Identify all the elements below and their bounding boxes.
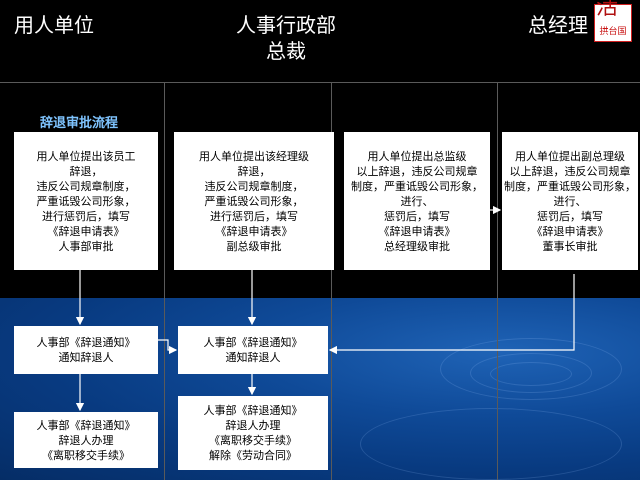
box-line: 用人单位提出总监级 <box>367 149 467 163</box>
flow-title: 辞退审批流程 <box>40 116 119 131</box>
box-line: 辞退人办理 <box>225 419 281 432</box>
water-ripple <box>490 362 572 386</box>
box-line: 人事部《辞退通知》 <box>203 404 303 417</box>
column-title-hr: 人事行政部 总裁 <box>236 12 336 64</box>
box-line: 用人单位提出该经理级 <box>199 149 309 163</box>
box-line: 以上辞退，违反公司规章 <box>509 164 631 178</box>
box-line: 用人单位提出副总理级 <box>515 149 625 163</box>
handover-box-left: 人事部《辞退通知》 辞退人办理 《离职移交手续》 <box>14 412 158 468</box>
box-line: 《辞退申请表》 <box>215 224 293 238</box>
box-line: 用人单位提出该员工 <box>36 149 136 163</box>
handover-box-center: 人事部《辞退通知》 辞退人办理 《离职移交手续》 解除《劳动合同》 <box>178 396 328 470</box>
column-title-unit: 用人单位 <box>14 13 94 37</box>
logo-text: 拱台国 <box>599 27 627 37</box>
column-title-hr-line1: 人事行政部 <box>236 13 336 37</box>
box-line: 严重诋毁公司形象， <box>204 194 304 208</box>
box-line: 违反公司规章制度， <box>36 179 136 193</box>
box-line: 辞退， <box>237 164 271 178</box>
box-line: 人事部《辞退通知》 <box>36 418 136 432</box>
notice-box-center: 人事部《辞退通知》 通知辞退人 <box>178 326 328 374</box>
box-line: 《离职移交手续》 <box>42 448 130 462</box>
step-box-manager: 用人单位提出该经理级 辞退， 违反公司规章制度， 严重诋毁公司形象， 进行惩罚后… <box>174 132 334 270</box>
water-ripple <box>440 338 622 400</box>
box-line: 惩罚后，填写 <box>384 209 450 223</box>
company-logo: 活 拱台国 <box>594 0 632 42</box>
box-line: 解除《劳动合同》 <box>209 449 297 462</box>
box-line: 违反公司规章制度， <box>204 179 304 193</box>
column-divider <box>331 82 332 480</box>
column-title-hr-line2: 总裁 <box>266 39 306 63</box>
box-line: 制度，严重诋毁公司形象， <box>504 179 636 193</box>
column-divider <box>497 82 498 480</box>
box-line: 进行惩罚后，填写 <box>210 209 298 223</box>
arrow-notice-link <box>158 339 178 355</box>
box-line: 通知辞退人 <box>58 351 114 364</box>
header-divider <box>0 82 640 83</box>
box-line: 《离职移交手续》 <box>209 434 297 447</box>
box-line: 人事部《辞退通知》 <box>203 336 303 349</box>
step-box-employee: 用人单位提出该员工 辞退， 违反公司规章制度， 严重诋毁公司形象， 进行惩罚后，… <box>14 132 158 270</box>
box-line: 惩罚后，填写 <box>537 209 603 223</box>
box-line: 人事部审批 <box>58 239 114 253</box>
step-box-director: 用人单位提出总监级 以上辞退，违反公司规章 制度，严重诋毁公司形象， 进行、 惩… <box>344 132 490 270</box>
logo-glyph: 活 <box>596 0 619 20</box>
water-ripple <box>470 353 592 393</box>
box-line: 以上辞退，违反公司规章 <box>356 164 478 178</box>
box-line: 总经理级审批 <box>384 239 450 253</box>
box-line: 严重诋毁公司形象， <box>36 194 136 208</box>
notice-box-left: 人事部《辞退通知》 通知辞退人 <box>14 326 158 374</box>
box-line: 进行、 <box>553 194 587 208</box>
box-line: 通知辞退人 <box>225 351 281 364</box>
box-line: 副总级审批 <box>226 239 282 253</box>
box-line: 人事部《辞退通知》 <box>36 336 136 349</box>
box-line: 进行惩罚后，填写 <box>42 209 130 223</box>
step-box-vp: 用人单位提出副总理级 以上辞退，违反公司规章 制度，严重诋毁公司形象， 进行、 … <box>502 132 638 270</box>
column-title-gm: 总经理 <box>528 13 588 37</box>
box-line: 辞退， <box>69 164 103 178</box>
column-divider <box>164 82 165 480</box>
box-line: 《辞退申请表》 <box>378 224 456 238</box>
box-line: 《辞退申请表》 <box>531 224 609 238</box>
box-line: 辞退人办理 <box>58 433 114 447</box>
box-line: 董事长审批 <box>542 239 598 253</box>
box-line: 制度，严重诋毁公司形象， <box>351 179 483 193</box>
box-line: 进行、 <box>400 194 434 208</box>
box-line: 《辞退申请表》 <box>47 224 125 238</box>
arrow-vp-to-notice <box>328 274 575 355</box>
